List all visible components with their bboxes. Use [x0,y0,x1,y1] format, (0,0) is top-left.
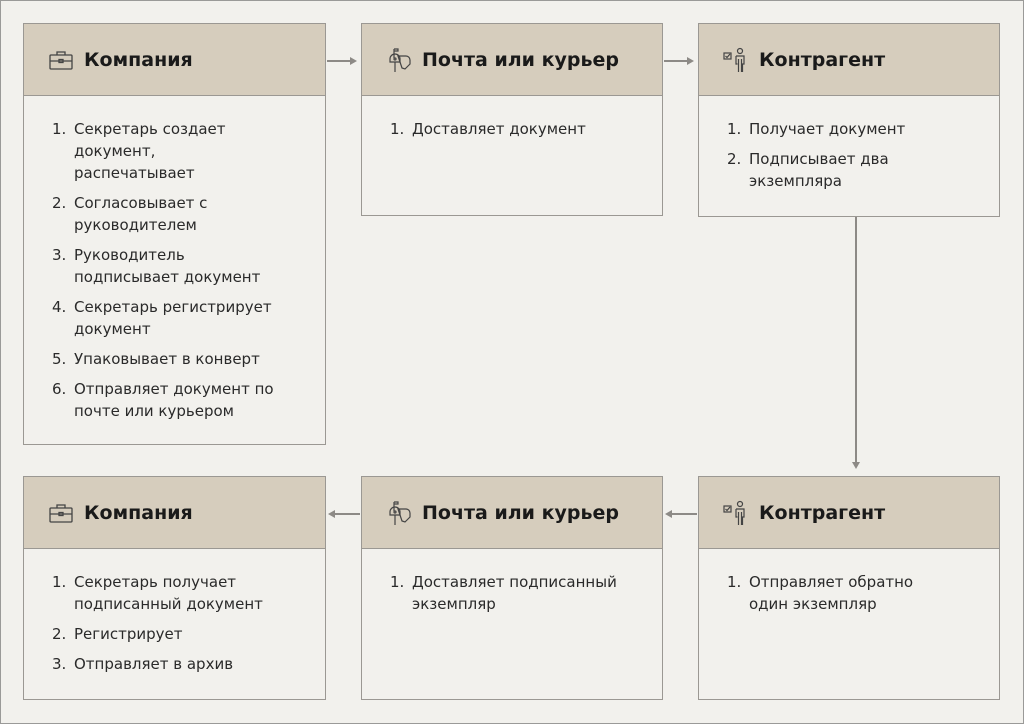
item-number: 1. [727,120,742,138]
item-text: Доставляет документ [412,120,586,138]
step-list: 1. Секретарь создает документ, распечатыв… [24,96,325,422]
list-item: 2. Подписывает два экземпляра [727,148,999,192]
step-header: Компания [24,24,325,96]
arrowhead [852,462,860,469]
item-number: 1. [727,573,742,591]
arrowhead [687,57,694,65]
list-item: 1. Доставляет документ [390,118,662,140]
item-number: 3. [52,246,67,264]
item-text: Секретарь получает подписанный документ [74,573,263,613]
list-item: 2. Регистрирует [52,623,325,645]
arrow-1-2 [327,60,352,62]
mailbox-icon [386,500,412,526]
step-list: 1. Секретарь получает подписанный докумен… [24,549,325,675]
item-text: Подписывает два экземпляра [749,150,889,190]
list-item: 1. Секретарь получает подписанный докумен… [52,571,325,615]
step-title: Почта или курьер [422,501,619,524]
step-header: Контрагент [699,477,999,549]
item-text: Упаковывает в конверт [74,350,260,368]
list-item: 1. Получает документ [727,118,999,140]
step-list: 1. Получает документ 2. Подписывает два экз… [699,96,999,192]
step-list: 1. Доставляет подписанный экземпляр [362,549,662,615]
list-item: 3. Отправляет в архив [52,653,325,675]
step-box: Почта или курьер 1. Доставляет подписанный… [361,476,663,700]
item-text: Регистрирует [74,625,183,643]
step-title: Контрагент [759,48,886,71]
item-text: Согласовывает с руководителем [74,194,208,234]
item-number: 4. [52,298,67,316]
step-title: Контрагент [759,501,886,524]
step-title: Компания [84,48,193,71]
item-number: 2. [727,150,742,168]
item-text: Руководитель подписывает документ [74,246,261,286]
item-number: 2. [52,194,67,212]
list-item: 1. Секретарь создает документ, распечатыв… [52,118,325,184]
briefcase-icon [48,47,74,73]
list-item: 4. Секретарь регистрирует документ [52,296,325,340]
step-header: Компания [24,477,325,549]
step-list: 1. Отправляет обратно один экземпляр [699,549,999,615]
item-text: Секретарь создает документ, распечатывае… [74,120,226,182]
step-title: Почта или курьер [422,48,619,71]
arrow-3-4 [855,217,857,463]
list-item: 2. Согласовывает с руководителем [52,192,325,236]
item-number: 2. [52,625,67,643]
arrowhead [328,510,335,518]
step-box: Контрагент 1. Отправляет обратно один экзе… [698,476,1000,700]
arrowhead [665,510,672,518]
list-item: 1. Доставляет подписанный экземпляр [390,571,662,615]
list-item: 6. Отправляет документ по почте или курье… [52,378,325,422]
step-header: Почта или курьер [362,24,662,96]
item-number: 1. [52,120,67,138]
person-check-icon [723,47,749,73]
item-number: 1. [390,120,405,138]
step-list: 1. Доставляет документ [362,96,662,140]
step-box: Компания 1. Секретарь создает документ, ра… [23,23,326,445]
item-number: 1. [52,573,67,591]
step-box: Почта или курьер 1. Доставляет документ [361,23,663,216]
item-text: Доставляет подписанный экземпляр [412,573,617,613]
item-number: 6. [52,380,67,398]
step-header: Контрагент [699,24,999,96]
item-number: 1. [390,573,405,591]
item-number: 3. [52,655,67,673]
arrow-4-5 [672,513,697,515]
list-item: 3. Руководитель подписывает документ [52,244,325,288]
item-text: Отправляет документ по почте или курьеро… [74,380,274,420]
step-header: Почта или курьер [362,477,662,549]
arrowhead [350,57,357,65]
item-text: Отправляет обратно один экземпляр [749,573,914,613]
step-box: Контрагент 1. Получает документ 2. Подписыва… [698,23,1000,217]
list-item: 1. Отправляет обратно один экземпляр [727,571,999,615]
person-check-icon [723,500,749,526]
step-box: Компания 1. Секретарь получает подписанный… [23,476,326,700]
arrow-2-3 [664,60,689,62]
arrow-5-6 [335,513,360,515]
step-title: Компания [84,501,193,524]
list-item: 5. Упаковывает в конверт [52,348,325,370]
item-text: Секретарь регистрирует документ [74,298,272,338]
mailbox-icon [386,47,412,73]
item-number: 5. [52,350,67,368]
briefcase-icon [48,500,74,526]
item-text: Отправляет в архив [74,655,234,673]
item-text: Получает документ [749,120,906,138]
